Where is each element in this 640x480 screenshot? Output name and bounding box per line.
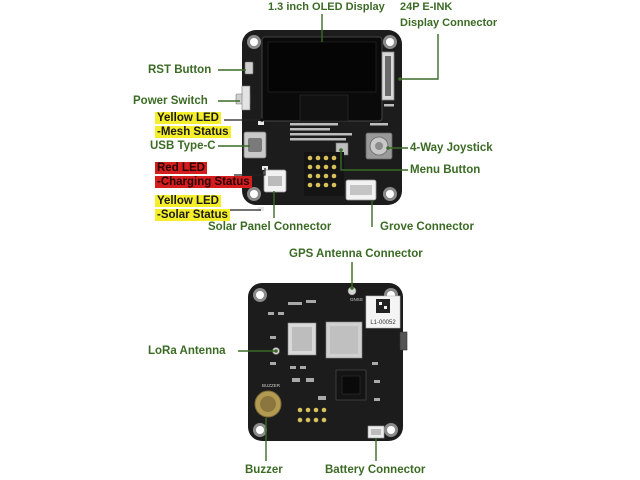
label-yellow-led-solar-line2: -Solar Status xyxy=(155,209,230,221)
rst-button xyxy=(244,61,254,75)
label-red-led-line1: Red LED xyxy=(155,162,207,174)
label-joystick: 4-Way Joystick xyxy=(410,142,493,154)
label-usb-type-c: USB Type-C xyxy=(150,140,216,152)
label-eink-line2: Display Connector xyxy=(400,17,498,29)
label-solar-panel-connector: Solar Panel Connector xyxy=(208,221,332,233)
label-grove-connector: Grove Connector xyxy=(380,221,474,233)
bottom-board: L1-00052 GNSS BUZZER xyxy=(248,283,408,441)
label-yellow-led-mesh-line2: -Mesh Status xyxy=(155,126,231,138)
label-battery-connector: Battery Connector xyxy=(325,464,426,476)
label-menu-button: Menu Button xyxy=(410,164,481,176)
label-eink-line1: 24P E-INK xyxy=(400,1,453,13)
label-oled-display: 1.3 inch OLED Display xyxy=(268,1,385,13)
bottom-pcb xyxy=(248,283,403,441)
gnss-silkscreen: GNSS xyxy=(350,297,363,302)
label-red-led-line2: -Charging Status xyxy=(155,176,252,188)
smd-components xyxy=(268,300,380,401)
label-yellow-led-mesh-line1: Yellow LED xyxy=(155,112,221,124)
top-mounting-holes xyxy=(247,35,397,201)
top-silkscreen xyxy=(290,104,394,141)
label-power-switch: Power Switch xyxy=(133,95,208,107)
leader-lines xyxy=(218,14,439,461)
yellow-led-solar xyxy=(258,207,264,211)
header-pins xyxy=(304,152,344,196)
label-gps-antenna-connector: GPS Antenna Connector xyxy=(289,248,423,260)
top-board xyxy=(235,30,402,211)
bottom-pin-pads xyxy=(297,407,327,423)
serial-number: L1-00052 xyxy=(370,320,396,326)
label-buzzer: Buzzer xyxy=(245,464,283,476)
bottom-mounting-holes xyxy=(253,288,398,437)
yellow-led-mesh xyxy=(258,121,264,125)
label-yellow-led-solar-line1: Yellow LED xyxy=(155,195,221,207)
buzzer-silkscreen: BUZZER xyxy=(262,383,281,388)
label-lora-antenna: LoRa Antenna xyxy=(148,345,226,357)
side-connector xyxy=(399,331,408,351)
label-rst-button: RST Button xyxy=(148,64,212,76)
